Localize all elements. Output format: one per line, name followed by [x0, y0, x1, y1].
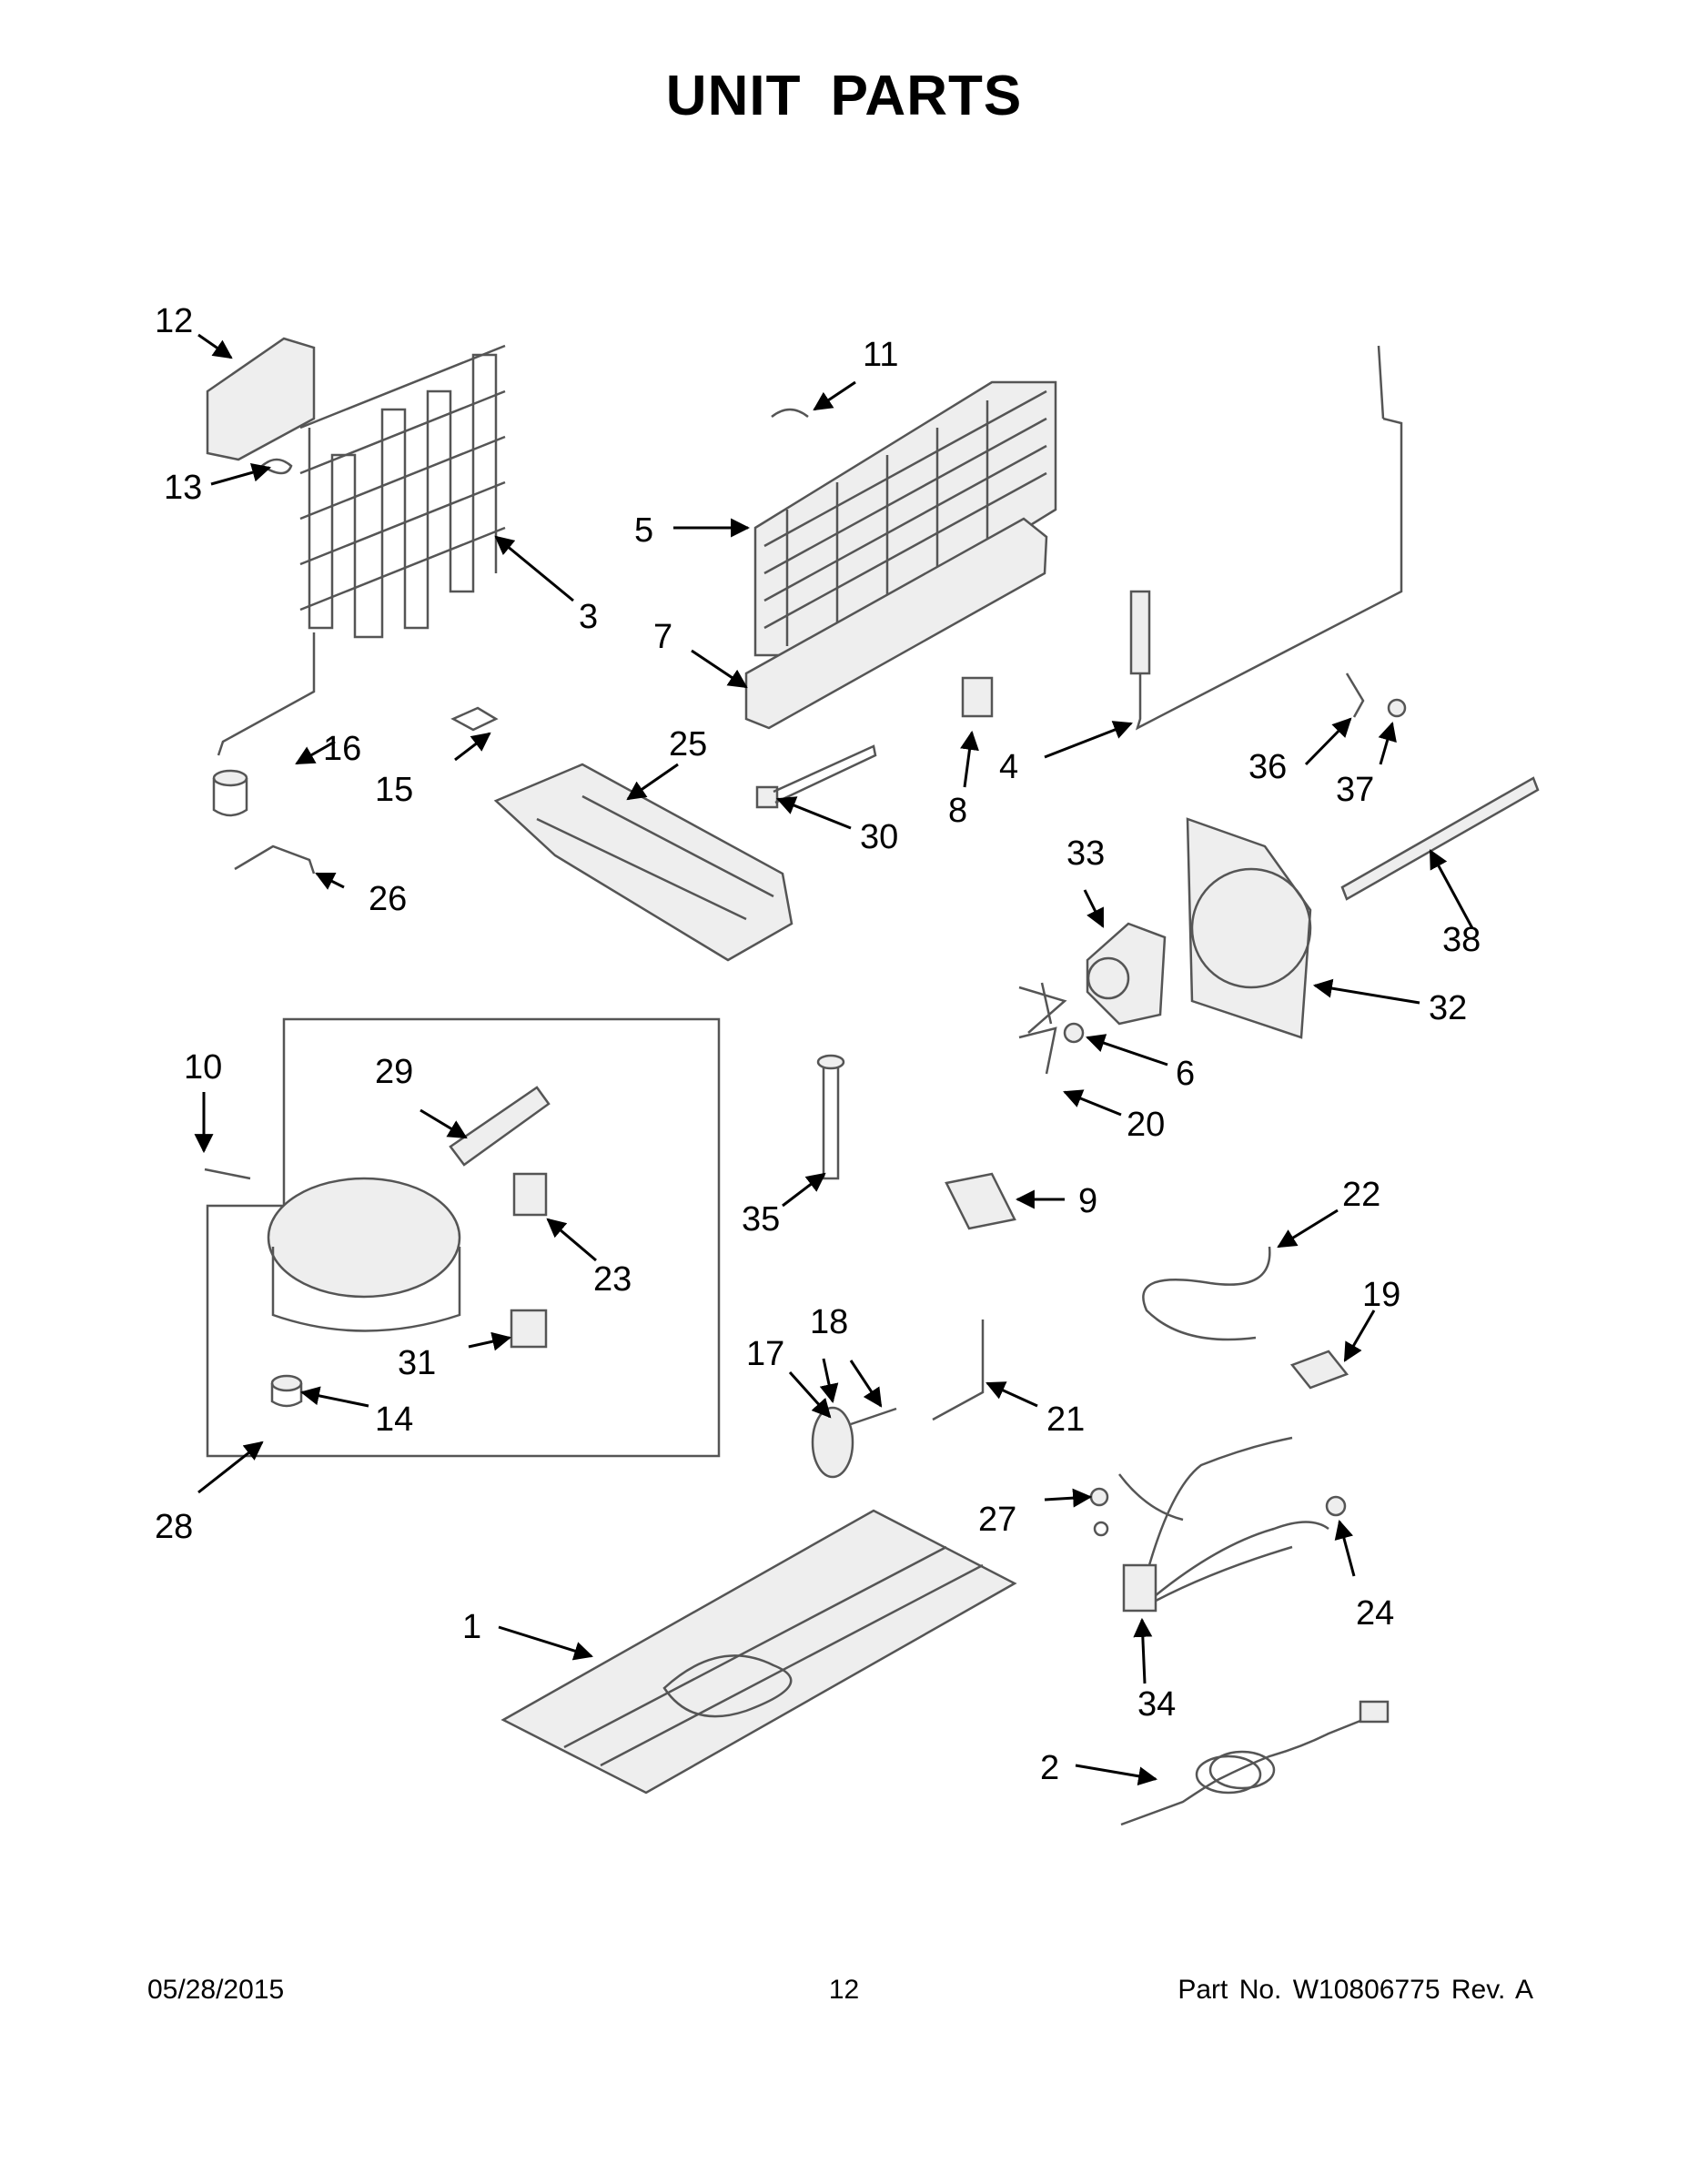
part-16-sleeve: [212, 769, 248, 817]
callout-4: 4: [999, 748, 1018, 786]
callout-3: 3: [579, 598, 598, 636]
callout-29: 29: [375, 1053, 413, 1091]
callout-22: 22: [1342, 1176, 1380, 1214]
part-10-clip: [204, 1168, 251, 1180]
footer-page-number: 12: [828, 1975, 860, 2005]
part-25-drain-pan: [493, 763, 793, 962]
callout-33: 33: [1066, 834, 1105, 873]
part-38-gasket: [1340, 776, 1540, 901]
part-20-fan-blade: [1018, 982, 1067, 1075]
callout-18: 18: [810, 1303, 848, 1341]
part-3-condenser: [217, 344, 506, 756]
part-4-sensor: [1129, 345, 1403, 731]
callout-34: 34: [1137, 1685, 1176, 1724]
callout-15: 15: [375, 771, 413, 809]
part-6-nut: [1063, 1022, 1085, 1044]
callout-13: 13: [164, 469, 202, 507]
footer-date: 05/28/2015: [147, 1975, 285, 2005]
part-7-trough: [744, 517, 1048, 730]
part-34-harness: [1118, 1436, 1329, 1613]
part-14-grommet: [270, 1374, 303, 1408]
callout-8: 8: [948, 792, 967, 830]
part-17-wheel: [811, 1406, 854, 1479]
part-19-clip: [1289, 1350, 1349, 1390]
callout-12: 12: [155, 302, 193, 340]
callout-26: 26: [369, 880, 407, 918]
leader-arrows: [194, 333, 1474, 1786]
callout-17: 17: [746, 1335, 784, 1373]
callout-19: 19: [1362, 1276, 1400, 1314]
part-36-clip: [1345, 672, 1365, 718]
callout-10: 10: [184, 1048, 222, 1087]
callout-1: 1: [462, 1608, 481, 1646]
callout-6: 6: [1176, 1055, 1195, 1093]
part-32-fan-shroud: [1186, 817, 1312, 1039]
callout-14: 14: [375, 1400, 413, 1439]
part-2-power-cord: [1120, 1700, 1390, 1826]
callout-24: 24: [1356, 1594, 1394, 1633]
part-33-fan-motor: [1086, 922, 1167, 1026]
part-27-screw: [1089, 1487, 1109, 1537]
part-5-evaporator: [753, 380, 1057, 657]
callout-16: 16: [323, 730, 361, 768]
part-37-screw: [1387, 698, 1407, 718]
callout-7: 7: [653, 618, 672, 656]
callout-9: 9: [1078, 1182, 1097, 1220]
part-22-tube: [1142, 1246, 1271, 1341]
part-35-tube: [816, 1054, 845, 1180]
part-15-clip: [450, 706, 499, 732]
callout-27: 27: [978, 1501, 1016, 1539]
part-23-relay: [512, 1172, 548, 1217]
part-30-tie: [755, 744, 877, 809]
footer-part-number: Part No. W10806775 Rev. A: [1178, 1975, 1533, 2005]
page-title: UNIT PARTS: [665, 65, 1023, 127]
part-9-pad: [945, 1172, 1016, 1230]
callout-31: 31: [398, 1344, 436, 1382]
callout-11: 11: [863, 336, 898, 374]
callout-2: 2: [1040, 1749, 1059, 1787]
part-13-clip: [259, 458, 293, 475]
callout-32: 32: [1429, 989, 1467, 1027]
part-21-tube: [932, 1320, 985, 1421]
part-29-drier: [449, 1086, 551, 1167]
part-26-wire: [234, 844, 316, 875]
callout-30: 30: [860, 818, 898, 856]
callout-25: 25: [669, 725, 707, 763]
part-12-bracket: [206, 337, 316, 461]
part-24-plug: [1325, 1495, 1347, 1517]
part-compressor: [267, 1177, 461, 1332]
callout-20: 20: [1127, 1106, 1165, 1144]
callout-37: 37: [1336, 771, 1374, 809]
callout-5: 5: [634, 511, 653, 550]
part-11-clip: [771, 408, 809, 418]
part-8-clip: [961, 676, 994, 718]
part-31-capacitor: [510, 1309, 548, 1349]
part-18-axle: [850, 1407, 897, 1426]
callout-36: 36: [1248, 748, 1287, 786]
callout-35: 35: [742, 1200, 780, 1239]
callout-28: 28: [155, 1508, 193, 1546]
callout-23: 23: [593, 1260, 632, 1299]
callout-21: 21: [1046, 1400, 1085, 1439]
callout-38: 38: [1442, 921, 1481, 959]
callout-labels: 12 13 3 5 11 7 8 4 36 37 38 32 33 6 20 1…: [155, 302, 1481, 1787]
part-1-base-plate: [500, 1509, 1017, 1795]
